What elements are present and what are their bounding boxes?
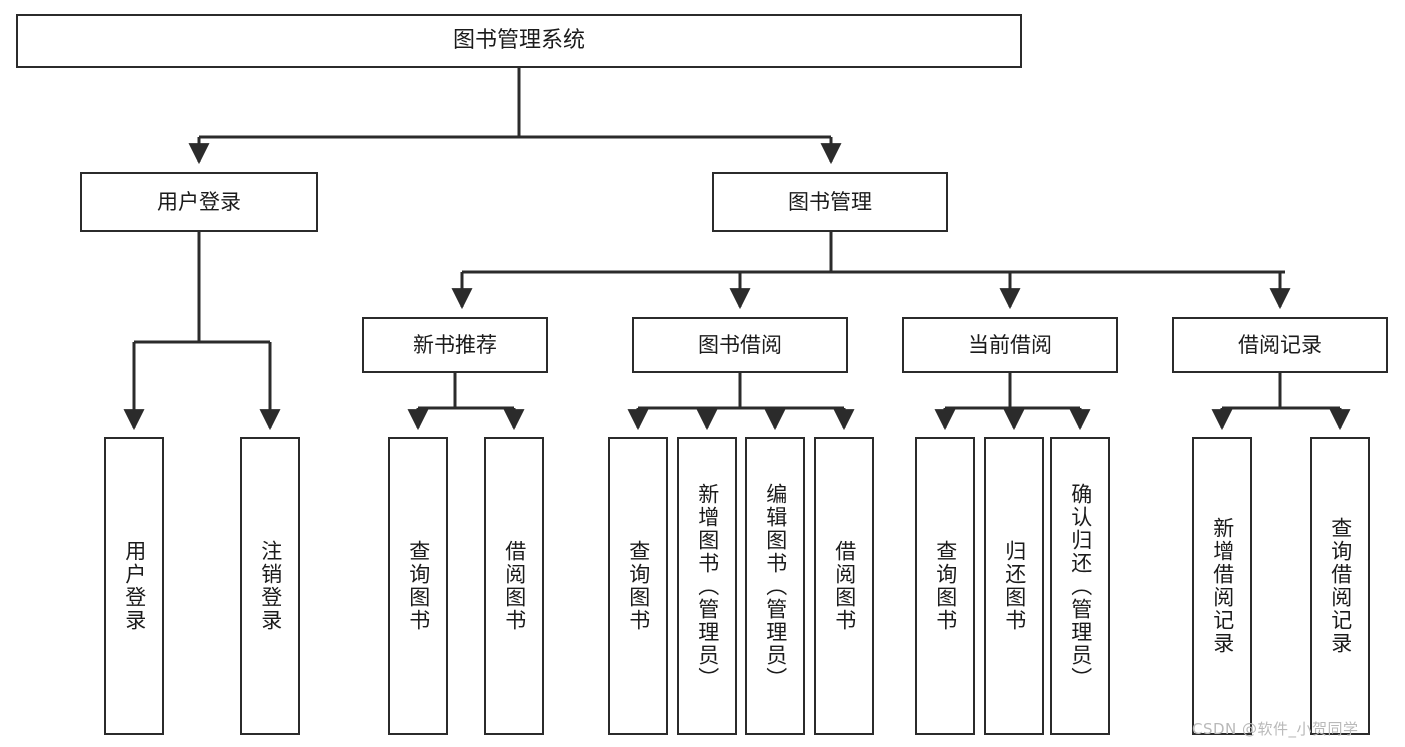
node-leaf-edit-book-label: 编辑图书（管理员） bbox=[763, 482, 788, 690]
node-root-label: 图书管理系统 bbox=[452, 28, 585, 54]
node-current-borrow-label: 当前借阅 bbox=[968, 332, 1052, 357]
node-leaf-confirm-return[interactable]: 确认归还（管理员） bbox=[1050, 437, 1110, 735]
node-leaf-query-book-1-label: 查询图书 bbox=[406, 540, 431, 632]
node-leaf-borrow-book-1[interactable]: 借阅图书 bbox=[484, 437, 544, 735]
node-leaf-confirm-return-label: 确认归还（管理员） bbox=[1068, 482, 1093, 690]
node-leaf-return-book[interactable]: 归还图书 bbox=[984, 437, 1044, 735]
node-leaf-edit-book[interactable]: 编辑图书（管理员） bbox=[745, 437, 805, 735]
node-leaf-add-record[interactable]: 新增借阅记录 bbox=[1192, 437, 1252, 735]
node-leaf-query-book-3-label: 查询图书 bbox=[933, 540, 958, 632]
node-leaf-borrow-book-2-label: 借阅图书 bbox=[832, 540, 857, 632]
node-root[interactable]: 图书管理系统 bbox=[16, 14, 1022, 68]
node-leaf-add-book[interactable]: 新增图书（管理员） bbox=[677, 437, 737, 735]
node-leaf-user-login-label: 用户登录 bbox=[122, 540, 147, 632]
node-leaf-query-book-1[interactable]: 查询图书 bbox=[388, 437, 448, 735]
node-book-manage[interactable]: 图书管理 bbox=[712, 172, 948, 232]
node-leaf-query-book-2[interactable]: 查询图书 bbox=[608, 437, 668, 735]
node-current-borrow[interactable]: 当前借阅 bbox=[902, 317, 1118, 373]
node-leaf-query-book-2-label: 查询图书 bbox=[626, 540, 651, 632]
node-leaf-add-book-label: 新增图书（管理员） bbox=[695, 482, 720, 690]
node-leaf-user-login[interactable]: 用户登录 bbox=[104, 437, 164, 735]
node-leaf-query-record-label: 查询借阅记录 bbox=[1328, 517, 1353, 655]
node-borrow-record-label: 借阅记录 bbox=[1238, 332, 1322, 357]
node-leaf-query-record[interactable]: 查询借阅记录 bbox=[1310, 437, 1370, 735]
node-leaf-borrow-book-2[interactable]: 借阅图书 bbox=[814, 437, 874, 735]
node-leaf-logout-label: 注销登录 bbox=[258, 540, 283, 632]
node-book-borrow[interactable]: 图书借阅 bbox=[632, 317, 848, 373]
node-leaf-borrow-book-1-label: 借阅图书 bbox=[502, 540, 527, 632]
node-book-manage-label: 图书管理 bbox=[788, 189, 872, 214]
node-user-login[interactable]: 用户登录 bbox=[80, 172, 318, 232]
node-leaf-logout[interactable]: 注销登录 bbox=[240, 437, 300, 735]
node-new-book-rec[interactable]: 新书推荐 bbox=[362, 317, 548, 373]
node-leaf-return-book-label: 归还图书 bbox=[1002, 540, 1027, 632]
node-book-borrow-label: 图书借阅 bbox=[698, 332, 782, 357]
node-borrow-record[interactable]: 借阅记录 bbox=[1172, 317, 1388, 373]
watermark: CSDN @软件_小贺同学 bbox=[1192, 720, 1359, 738]
node-leaf-add-record-label: 新增借阅记录 bbox=[1210, 517, 1235, 655]
node-new-book-rec-label: 新书推荐 bbox=[413, 332, 497, 357]
node-leaf-query-book-3[interactable]: 查询图书 bbox=[915, 437, 975, 735]
node-user-login-label: 用户登录 bbox=[157, 189, 241, 214]
